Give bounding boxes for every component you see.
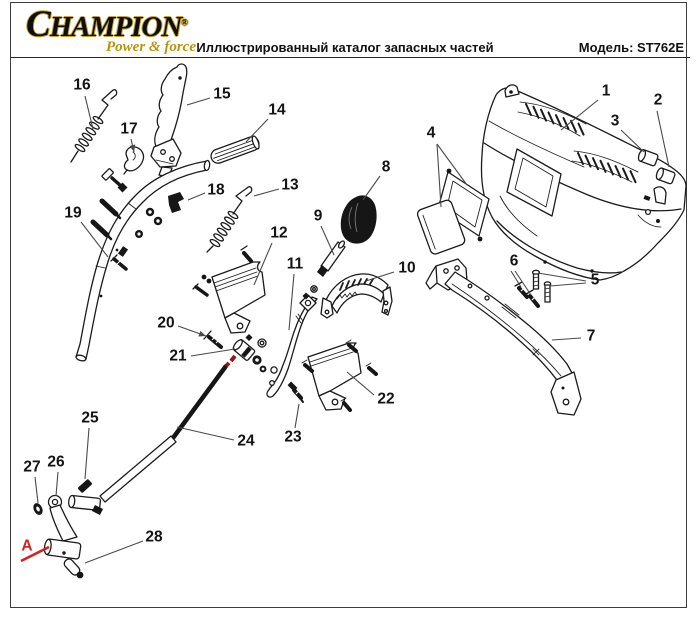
part-18-stop-block — [168, 192, 184, 213]
callout-leader-18 — [187, 192, 206, 201]
callout-leader-25 — [84, 427, 90, 480]
part-8-shift-knob — [340, 195, 377, 244]
callout-label-1: 1 — [602, 83, 611, 100]
part-3-cap — [637, 149, 659, 167]
callout-leader-6-1 — [514, 270, 532, 296]
callout-leader-15 — [186, 97, 211, 106]
callout-leader-11 — [288, 273, 295, 331]
callout-leader-10 — [365, 271, 395, 282]
callout-leader-3 — [620, 129, 645, 153]
callout-leader-5 — [537, 272, 587, 282]
callout-label-9: 9 — [314, 208, 323, 225]
callout-label-25: 25 — [81, 410, 99, 427]
part-22-bracket-plate — [301, 339, 378, 412]
callout-label-24: 24 — [237, 433, 255, 450]
page-title: Иллюстрированный каталог запасных частей — [196, 40, 494, 55]
part-16-spring — [70, 89, 118, 163]
part-28-pin — [63, 558, 84, 579]
handlebar-hardware — [90, 168, 163, 271]
callout-label-12: 12 — [270, 225, 287, 242]
callout-label-6: 6 — [510, 253, 519, 270]
registered-mark-icon: ® — [181, 17, 188, 28]
callout-leader-27 — [34, 476, 39, 504]
callout-label-18: 18 — [207, 182, 225, 199]
callout-label-A: A — [21, 538, 32, 555]
callout-leader-5-1 — [549, 282, 587, 287]
callout-arrowhead-20 — [198, 330, 206, 337]
brand-logo: CHAMPION® Power & force — [26, 4, 198, 56]
callout-label-19: 19 — [64, 205, 82, 222]
callout-leader-2 — [656, 110, 670, 168]
part-5-screws — [531, 269, 552, 303]
callout-leader-4-1 — [436, 143, 442, 208]
callout-leader-8 — [362, 175, 381, 201]
callout-label-20: 20 — [157, 315, 174, 332]
callout-label-14: 14 — [268, 102, 286, 119]
callout-label-28: 28 — [145, 529, 163, 546]
part-24-link-rod — [67, 354, 237, 515]
brand-wordmark: CHAMPION® — [26, 4, 188, 45]
callout-leader-26 — [55, 471, 59, 497]
callout-leader-6 — [510, 270, 522, 288]
callout-leader-23 — [294, 403, 300, 429]
part-23-bolt — [287, 381, 304, 403]
callout-label-26: 26 — [47, 454, 65, 471]
part-7-support-rail — [425, 258, 582, 416]
part-4-panels — [416, 168, 490, 255]
callout-leader-A — [20, 545, 50, 563]
part-9-link-rod — [317, 240, 346, 277]
callout-label-17: 17 — [120, 121, 137, 138]
callout-leader-1 — [560, 99, 599, 131]
callout-label-13: 13 — [281, 177, 299, 194]
callout-label-7: 7 — [587, 328, 596, 345]
part-2-cap — [655, 167, 676, 185]
callout-label-2: 2 — [654, 92, 663, 109]
part-17-clip — [123, 146, 145, 175]
part-27-washer — [33, 503, 43, 515]
part-26-crank-arm — [43, 494, 82, 560]
callout-label-21: 21 — [169, 348, 187, 365]
part-11-shift-lever — [254, 285, 318, 398]
callout-label-27: 27 — [23, 459, 40, 476]
callout-leader-14 — [245, 118, 269, 143]
part-14-handle-grip — [210, 135, 260, 164]
callout-label-22: 22 — [377, 391, 394, 408]
part-15-chute-lever — [150, 63, 188, 178]
callout-label-15: 15 — [213, 86, 231, 103]
callout-leader-12 — [253, 242, 273, 286]
callout-label-4: 4 — [427, 125, 436, 142]
part-19-handlebar-tube — [75, 159, 211, 362]
part-10-quadrant-bracket — [320, 273, 393, 319]
callout-label-23: 23 — [284, 429, 302, 446]
callout-leader-21 — [190, 348, 236, 357]
callout-leader-9 — [320, 225, 335, 256]
callout-label-3: 3 — [611, 113, 620, 130]
callout-leader-19 — [80, 221, 109, 258]
part-20-screw — [203, 330, 223, 349]
callout-label-5: 5 — [591, 272, 600, 289]
part-1-engine-cover — [480, 84, 687, 281]
callout-leader-7 — [551, 337, 582, 341]
callout-arrowhead-17 — [129, 144, 136, 152]
callout-leader-13 — [253, 188, 280, 197]
part-21-bushing — [232, 333, 267, 373]
callout-layer: 1234567891011121314151617181920212223242… — [20, 77, 670, 564]
part-25-pin — [78, 479, 92, 493]
callout-leader-24 — [176, 426, 235, 441]
model-label: Модель: ST762E — [578, 40, 684, 55]
callout-leader-4 — [436, 143, 468, 186]
callout-label-11: 11 — [287, 256, 304, 273]
header-divider — [10, 57, 690, 58]
callout-label-16: 16 — [73, 77, 91, 94]
part-13-spring — [206, 186, 253, 253]
callout-leader-22 — [346, 371, 375, 396]
callout-label-8: 8 — [382, 159, 391, 176]
part-12-bracket-plate — [192, 245, 266, 334]
callout-leader-28 — [84, 540, 144, 564]
callout-leader-16 — [84, 95, 94, 130]
callout-label-10: 10 — [398, 260, 415, 277]
brand-tagline: Power & force — [106, 38, 196, 55]
